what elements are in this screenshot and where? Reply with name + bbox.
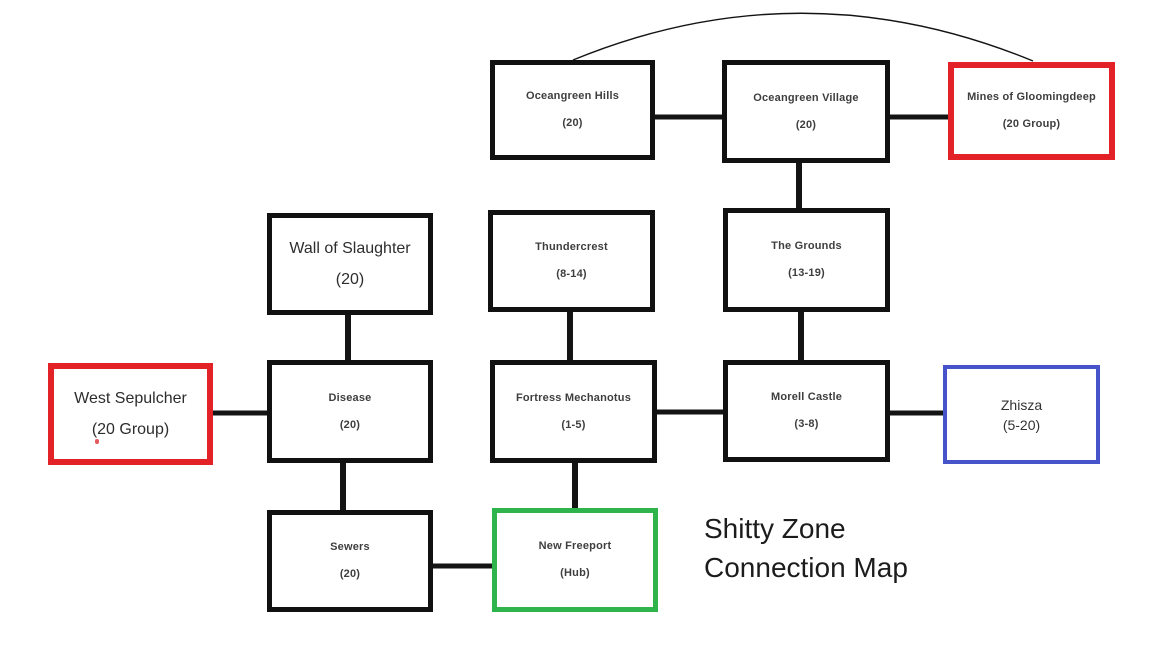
zone-name: Disease bbox=[328, 391, 372, 404]
zone-level: (20 Group) bbox=[1002, 118, 1061, 130]
zone-box-fortress-mechanotus: Fortress Mechanotus (1-5) bbox=[490, 360, 657, 463]
zone-level: (20) bbox=[795, 118, 817, 131]
map-title: Shitty Zone Connection Map bbox=[704, 509, 908, 587]
zone-level: (20 Group) bbox=[91, 420, 170, 438]
zone-level: (1-5) bbox=[561, 418, 586, 431]
connector-arc-oceangreen-hills-to-mines bbox=[572, 12, 1034, 62]
stray-red-mark bbox=[95, 439, 99, 444]
zone-name: Mines of Gloomingdeep bbox=[967, 91, 1096, 103]
zone-box-thundercrest: Thundercrest (8-14) bbox=[488, 210, 655, 312]
zone-name: Thundercrest bbox=[535, 241, 608, 253]
zone-box-morell-castle: Morell Castle (3-8) bbox=[723, 360, 890, 462]
zone-name: Fortress Mechanotus bbox=[515, 391, 632, 404]
zone-name: Sewers bbox=[330, 541, 370, 553]
zone-box-oceangreen-village: Oceangreen Village (20) bbox=[722, 60, 890, 163]
zone-box-new-freeport: New Freeport (Hub) bbox=[492, 508, 658, 612]
zone-level: (3-8) bbox=[794, 418, 819, 430]
zone-name: New Freeport bbox=[538, 540, 612, 552]
zone-level: (20) bbox=[339, 568, 361, 580]
zone-name: Morell Castle bbox=[770, 391, 843, 403]
zone-box-mines-of-gloomingdeep: Mines of Gloomingdeep (20 Group) bbox=[948, 62, 1115, 160]
zone-name: Wall of Slaughter bbox=[289, 239, 411, 257]
zone-level: (20) bbox=[562, 117, 583, 129]
zone-box-zhisza: Zhisza (5-20) bbox=[943, 365, 1100, 464]
zone-name: Zhisza bbox=[1000, 397, 1043, 413]
zone-name: West Sepulcher bbox=[74, 389, 187, 407]
zone-name: The Grounds bbox=[771, 240, 842, 252]
zone-box-disease: Disease (20) bbox=[267, 360, 433, 463]
zone-level: (Hub) bbox=[560, 567, 590, 579]
zone-box-wall-of-slaughter: Wall of Slaughter (20) bbox=[267, 213, 433, 315]
zone-level: (5-20) bbox=[1002, 417, 1041, 433]
zone-box-oceangreen-hills: Oceangreen Hills (20) bbox=[490, 60, 655, 160]
zone-level: (13-19) bbox=[788, 267, 825, 279]
map-title-line1: Shitty Zone bbox=[704, 513, 846, 544]
zone-box-the-grounds: The Grounds (13-19) bbox=[723, 208, 890, 312]
map-title-line2: Connection Map bbox=[704, 552, 908, 583]
zone-name: Oceangreen Hills bbox=[525, 90, 620, 102]
zone-box-sewers: Sewers (20) bbox=[267, 510, 433, 612]
zone-level: (20) bbox=[339, 418, 361, 431]
zone-name: Oceangreen Village bbox=[753, 91, 859, 104]
zone-level: (20) bbox=[335, 270, 365, 288]
zone-box-west-sepulcher: West Sepulcher (20 Group) bbox=[48, 363, 213, 465]
zone-level: (8-14) bbox=[556, 268, 587, 280]
